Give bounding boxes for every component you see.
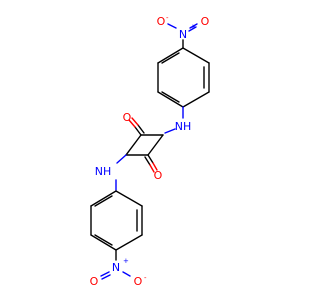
- top-nitro-minus-charge: -: [166, 14, 169, 22]
- molecule-canvas: N + O - O NH O O NH: [90, 14, 210, 288]
- bottom-nitro-plus-charge: +: [123, 257, 129, 265]
- top-nitro-group: N + O - O: [157, 14, 210, 49]
- upper-carbonyl-o-label: O: [123, 111, 132, 124]
- bottom-phenyl-ring: [90, 190, 143, 251]
- bottom-nitro-group: N + O O -: [90, 249, 147, 288]
- bottom-nitro-o-minus-label: O: [134, 275, 143, 288]
- molecule-structure: N + O - O NH O O NH: [90, 14, 210, 288]
- top-amine-linker: NH: [164, 106, 192, 134]
- top-nitro-plus-charge: +: [190, 23, 196, 31]
- cyclobutanedione-ring: [125, 134, 164, 156]
- bottom-nitro-minus-charge: -: [144, 274, 147, 282]
- bottom-amine-linker: NH: [95, 154, 127, 191]
- upper-carbonyl: O: [123, 111, 145, 136]
- lower-carbonyl: O: [144, 154, 163, 182]
- lower-carbonyl-o-label: O: [154, 169, 163, 182]
- top-nitro-n-label: N: [179, 28, 187, 41]
- top-nitro-o-minus-label: O: [157, 15, 166, 28]
- bottom-nitro-o-label: O: [90, 275, 99, 288]
- top-phenyl-ring: [157, 47, 210, 108]
- bottom-nh-label: NH: [95, 165, 112, 178]
- top-nitro-o-label: O: [201, 15, 210, 28]
- bottom-nitro-n-label: N: [112, 261, 120, 274]
- top-nh-label: NH: [175, 120, 192, 133]
